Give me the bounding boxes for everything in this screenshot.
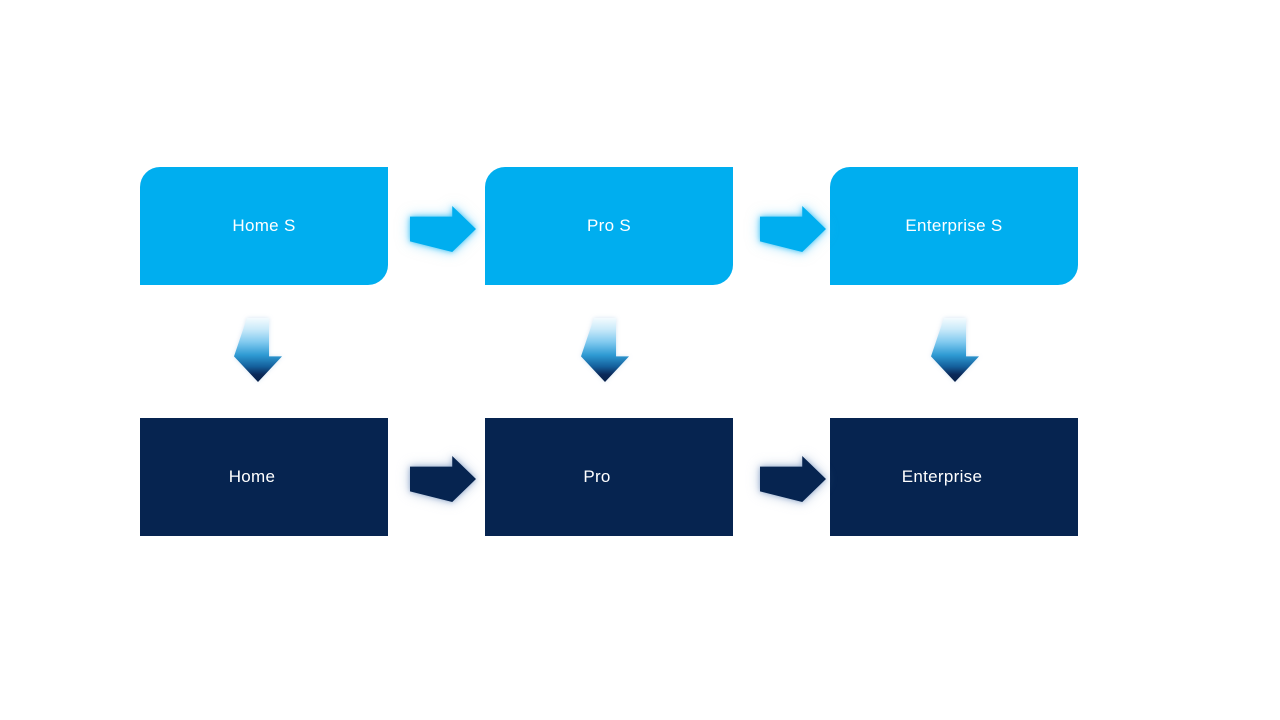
down-arrow-shape (931, 318, 979, 382)
right-arrow-shape (410, 456, 476, 502)
node-label: Home S (232, 216, 296, 235)
node-label: Pro S (586, 216, 632, 235)
node-label: Home (228, 467, 276, 486)
node-label: Enterprise (901, 467, 983, 486)
down-arrow-shape (234, 318, 282, 382)
right-arrow-icon (760, 206, 826, 252)
node-label: Enterprise S (905, 216, 1003, 235)
node-pro: Pro (485, 418, 733, 536)
right-arrow-shape (760, 206, 826, 252)
right-arrow-shape (760, 456, 826, 502)
node-enterprise: Enterprise (830, 418, 1078, 536)
node-home: Home (140, 418, 388, 536)
right-arrow-icon (410, 456, 476, 502)
node-enterprise-s: Enterprise S (830, 167, 1078, 285)
down-arrow-shape (581, 318, 629, 382)
right-arrow-icon (410, 206, 476, 252)
right-arrow-shape (410, 206, 476, 252)
down-arrow-icon (581, 318, 629, 382)
down-arrow-icon (931, 318, 979, 382)
node-pro-s: Pro S (485, 167, 733, 285)
down-arrow-icon (234, 318, 282, 382)
node-label: Pro (583, 467, 611, 486)
right-arrow-icon (760, 456, 826, 502)
node-home-s: Home S (140, 167, 388, 285)
